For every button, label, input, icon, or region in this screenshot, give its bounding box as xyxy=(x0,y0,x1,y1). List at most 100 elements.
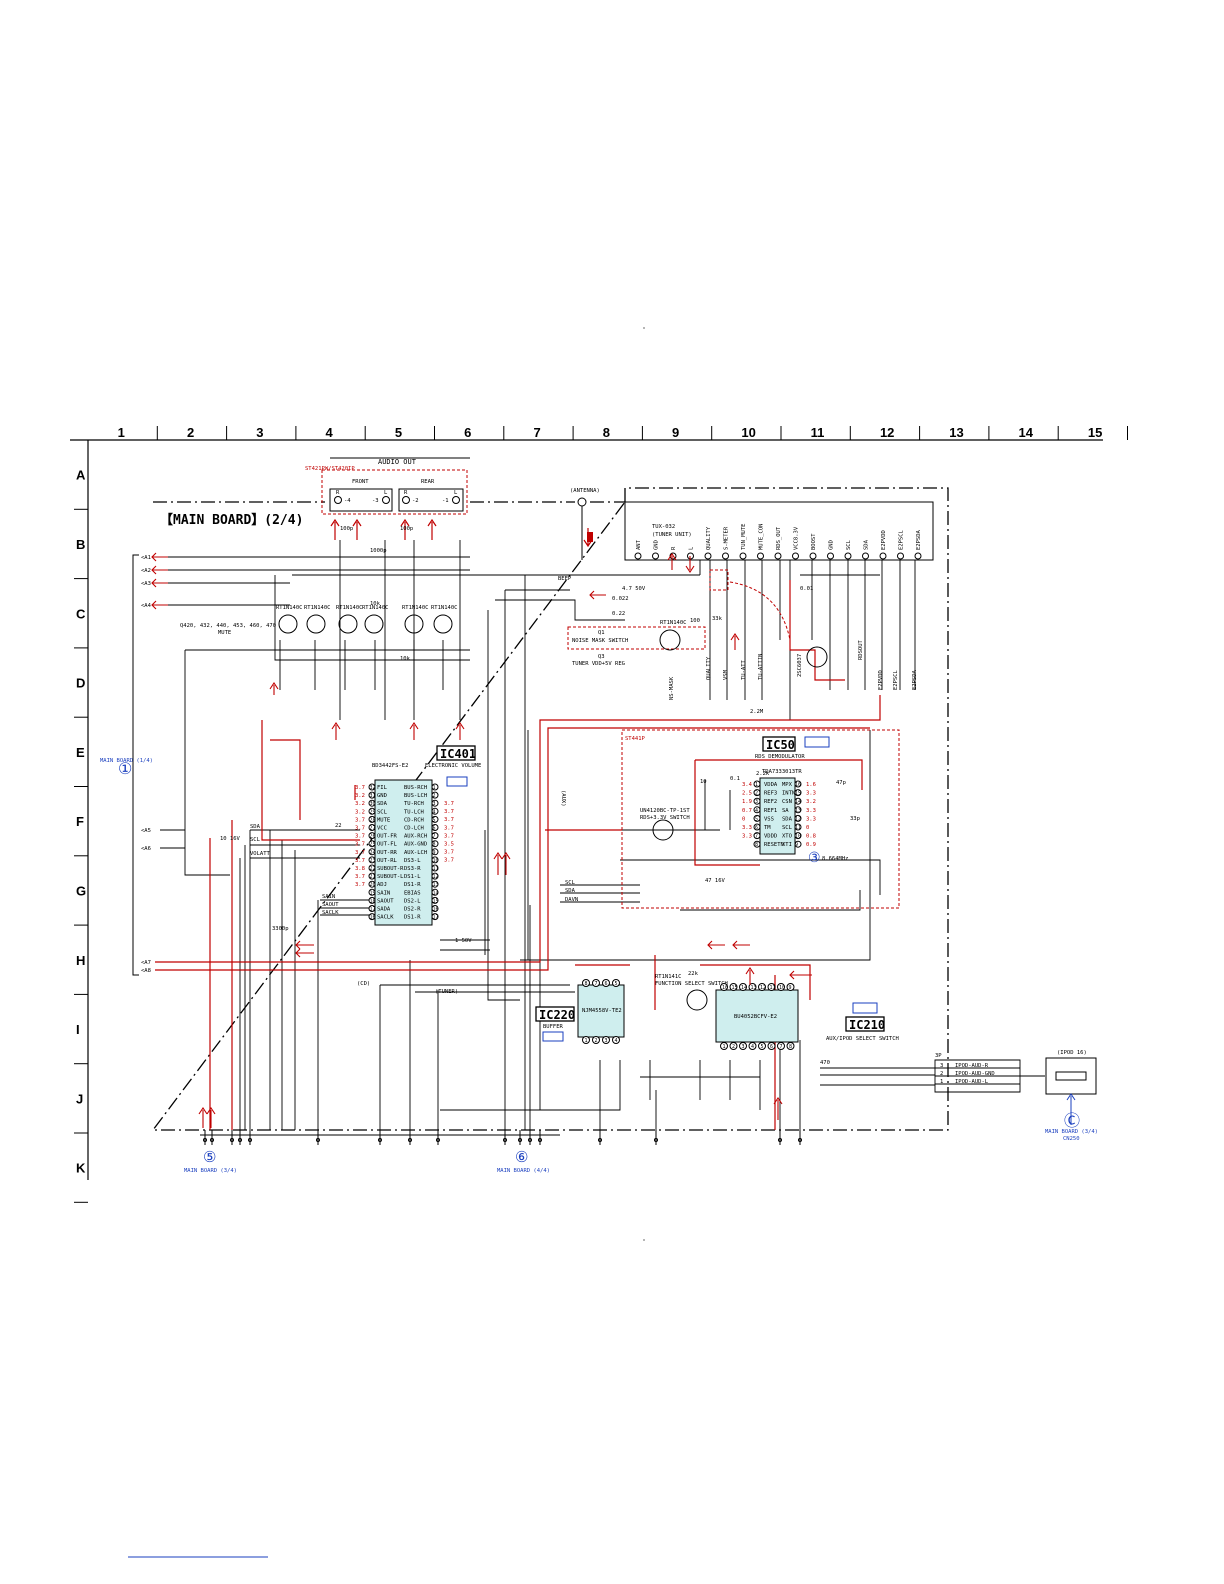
ic401-pin-num: 5 xyxy=(433,817,436,823)
bus-sda: SDA xyxy=(250,824,261,830)
rear-label: REAR xyxy=(421,479,435,485)
marker-3: ③ xyxy=(808,850,821,866)
ic50-pin-num: 7 xyxy=(755,834,758,840)
ic401-pin-num: 28 xyxy=(370,817,376,823)
mute-transistor-part: RT1N140C xyxy=(402,605,429,611)
ic401-pin xyxy=(431,905,439,912)
voltage-label: 3.7 xyxy=(355,817,365,823)
tuner-pin-label: BOOST xyxy=(811,533,817,550)
voltage-label: 3.3 xyxy=(806,808,816,814)
ic50-pin xyxy=(794,823,802,831)
voltage-label: 3.7 xyxy=(444,801,454,807)
antenna: (ANTENNA) xyxy=(570,488,600,560)
ic50-pin xyxy=(753,832,761,840)
ic210-pin-num: 7 xyxy=(780,1044,783,1050)
ic401-pin-num: 27 xyxy=(370,826,376,832)
q210-transistor: RT1N141C FUNCTION SELECT SWITCH xyxy=(655,974,728,1011)
voltage-label: 3.2 xyxy=(806,799,816,805)
voltage-label: 3.7 xyxy=(444,809,454,815)
tuner-box xyxy=(624,501,934,561)
tuner-pin xyxy=(704,552,712,560)
ic210-pin xyxy=(720,1042,728,1050)
grid-col-label: 1 xyxy=(118,425,125,440)
ic220-pin-num: 1 xyxy=(585,1038,588,1044)
ic401-pin-num: 8 xyxy=(433,842,436,848)
grid-col-label: 15 xyxy=(1088,425,1102,440)
ic401-pin-num: 24 xyxy=(370,850,376,856)
ic401-pin xyxy=(431,832,439,840)
ic210-pin-num: 4 xyxy=(751,1044,754,1050)
ic50-pin-label: SDA xyxy=(782,816,793,822)
ic50-pin xyxy=(794,814,802,822)
ic401-pin xyxy=(431,807,439,815)
tuner-pin-label: ANT xyxy=(636,539,642,550)
component-value-label: 100p xyxy=(340,526,353,532)
bus-sain: SAIN xyxy=(322,894,335,900)
mute-transistor-icon xyxy=(338,614,358,634)
ic50-pin xyxy=(753,823,761,831)
ic220-pin xyxy=(612,979,620,987)
tuner-pin-label: R xyxy=(671,546,677,550)
grid-row-label: B xyxy=(76,537,85,552)
voltage-label: 3.2 xyxy=(355,801,365,807)
ic401-pin-num: 12 xyxy=(433,874,439,880)
ic401-pin-label: SCL xyxy=(377,809,388,815)
ic401-pin xyxy=(431,783,439,791)
voltage-label: 2.5 xyxy=(742,791,752,797)
bottom-connector-pin xyxy=(598,1138,602,1142)
ic401-pin-num: 30 xyxy=(370,801,376,807)
grid-row-label: I xyxy=(76,1022,80,1037)
ic50-pin-label: MPX xyxy=(782,782,793,788)
bottom-connector-pin xyxy=(248,1138,252,1142)
component-value-label: 100p xyxy=(400,526,413,532)
ic210-pin-num: 15 xyxy=(732,985,738,991)
ic401-pin xyxy=(368,807,376,815)
antenna-label: (ANTENNA) xyxy=(570,488,600,494)
voltage-label: 3.7 xyxy=(355,858,365,864)
ic50-pin xyxy=(753,789,761,797)
ipod-dest2: CN250 xyxy=(1063,1136,1080,1142)
ic210-pin xyxy=(729,983,738,991)
ic401-pin-label: GND xyxy=(377,793,387,799)
ic220-pin xyxy=(582,979,590,987)
grid-row-label: G xyxy=(76,883,86,898)
component-value-label: 100 xyxy=(690,618,700,624)
ic401-pin-num: 10 xyxy=(433,858,439,864)
ic220-pin-num: 5 xyxy=(615,981,618,987)
ic401-pin xyxy=(368,848,376,856)
tuner-pin xyxy=(652,552,659,560)
ic50-pin xyxy=(753,780,761,788)
ic210-pin xyxy=(786,1042,795,1050)
ic401-pin-num: 18 xyxy=(370,898,376,904)
ic50-pin-label: SCL xyxy=(782,825,793,831)
voltage-label: 3.3 xyxy=(742,834,752,840)
ic401-pin-label: DS2-L xyxy=(404,898,421,904)
ic50-pin-num: 4 xyxy=(755,808,758,814)
grid-col-label: 13 xyxy=(949,425,963,440)
grid-col-label: 4 xyxy=(326,425,334,440)
grid-col-label: 3 xyxy=(256,425,263,440)
ipod-marker: Ⓒ xyxy=(1064,1111,1080,1130)
ic210-pin xyxy=(786,983,795,991)
ic50-pin-label: REF3 xyxy=(764,791,777,797)
q50-label: RDS+3.3V SWITCH xyxy=(640,815,690,821)
ipod-pin-label: IPOD-AUD-R xyxy=(955,1063,989,1069)
ic220-part: NJM4558V-TE2 xyxy=(582,1008,622,1014)
ic220-pin xyxy=(612,1036,620,1044)
ic210-pin-num: 9 xyxy=(789,985,792,991)
voltage-label: 1.9 xyxy=(742,799,752,805)
mute-transistor-icon xyxy=(306,614,326,634)
bottom-connector-pin xyxy=(230,1138,234,1142)
voltage-label: 0 xyxy=(742,816,745,822)
ic50-pin-num: 14 xyxy=(795,799,801,805)
mute-transistor-part: RT1N140C xyxy=(304,605,331,611)
mute-transistor-icon xyxy=(364,614,384,634)
ic210-pin xyxy=(758,1042,766,1050)
grid-row-label: H xyxy=(76,953,85,968)
component-value-label: 3300p xyxy=(272,926,289,932)
ic401-pin xyxy=(431,791,439,799)
